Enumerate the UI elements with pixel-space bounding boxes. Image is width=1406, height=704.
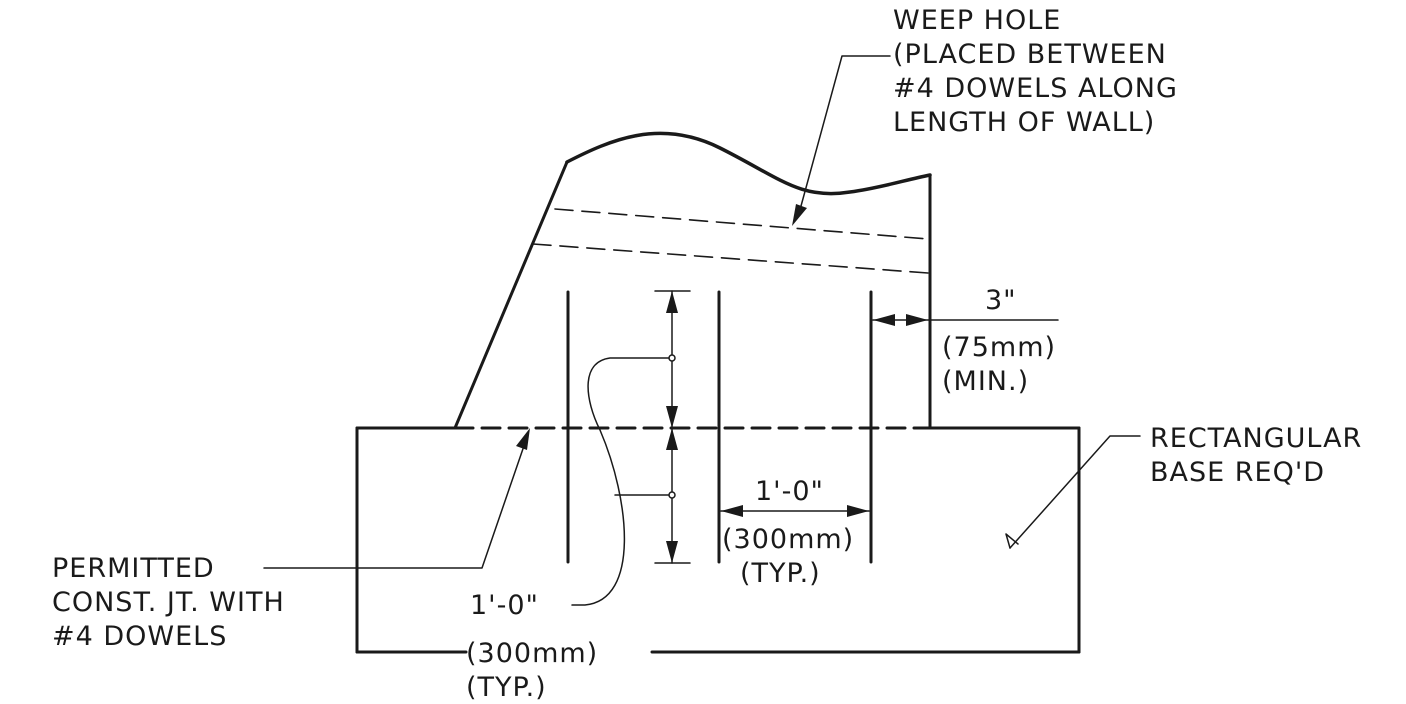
spacing-label-line: (TYP.) [740,558,821,589]
dowel-spacing-dimension [720,505,870,517]
spacing-label-line: (300mm) [722,524,854,555]
permitted-joint-note: PERMITTED CONST. JT. WITH #4 DOWELS [52,553,285,652]
cover-label-line: 3" [985,285,1017,316]
cover-dimension-label: 3" (75mm) (MIN.) [942,285,1056,397]
spacing-label-line: 1'-0" [755,476,824,507]
joint-leader [263,428,530,569]
embedment-dimension [571,290,691,606]
weep-hole-pipe [532,208,929,274]
weep-hole-note-line: #4 DOWELS ALONG [893,73,1178,104]
cover-dimension [872,314,1059,326]
joint-note-line: PERMITTED [52,553,215,584]
wall-outline [453,131,932,430]
embedment-label-line: (300mm) [466,638,598,669]
weep-hole-leader [792,55,891,226]
weep-hole-note-line: WEEP HOLE [893,5,1061,36]
embedment-label-line: 1'-0" [470,590,539,621]
dowel-embedment-label: 1'-0" (300mm) (TYP.) [466,590,598,703]
rectangular-base-note: RECTANGULAR BASE REQ'D [1150,423,1362,488]
dowel-spacing-label: 1'-0" (300mm) (TYP.) [722,476,854,589]
base-note-line: RECTANGULAR [1150,423,1362,454]
cover-label-line: (MIN.) [942,366,1029,397]
weep-hole-note: WEEP HOLE (PLACED BETWEEN #4 DOWELS ALON… [893,5,1178,138]
weep-hole-note-line: LENGTH OF WALL) [893,107,1155,138]
base-leader [1005,435,1141,549]
base-note-line: BASE REQ'D [1150,457,1325,488]
cover-label-line: (75mm) [942,332,1056,363]
joint-note-line: CONST. JT. WITH [52,587,285,618]
embedment-label-line: (TYP.) [466,672,547,703]
dowel-bars [566,290,873,564]
weep-hole-note-line: (PLACED BETWEEN [893,39,1167,70]
joint-note-line: #4 DOWELS [52,621,227,652]
rectangular-base [355,426,1081,654]
